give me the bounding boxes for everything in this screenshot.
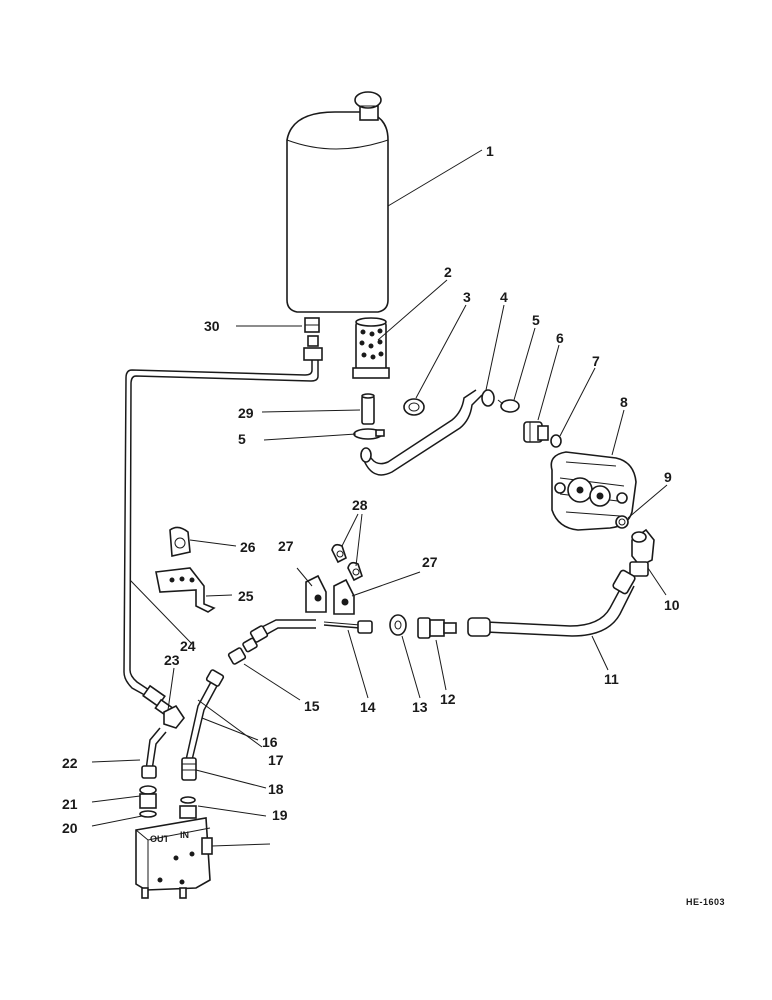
callout-7: 7: [592, 353, 600, 369]
suction-tube-piece: [361, 393, 375, 425]
figure-reference: HE-1603: [686, 897, 725, 907]
callout-14: 14: [360, 699, 376, 715]
callout-29: 29: [238, 405, 254, 421]
callout-18: 18: [268, 781, 284, 797]
control-valve: OUT IN: [135, 817, 213, 899]
hose-clamp-3: [403, 398, 425, 416]
callout-23: 23: [164, 652, 180, 668]
callout-6: 6: [556, 330, 564, 346]
strainer-filter: [352, 317, 390, 379]
pump-outlet-elbow: [629, 528, 655, 577]
tube-clamp: [169, 526, 191, 557]
callout-25: 25: [238, 588, 254, 604]
inlet-o-ring: [550, 434, 562, 448]
hose-clamp-upper: [497, 399, 520, 413]
pressure-hose: [467, 569, 636, 637]
mounting-bolt: [323, 620, 373, 634]
hydraulic-pump: [550, 451, 637, 531]
adapter-fitting: [417, 617, 457, 639]
short-tube: [141, 727, 167, 779]
leader-lines: [91, 149, 668, 847]
mounting-bracket: [155, 567, 216, 613]
valve-outlet-o-ring: [139, 810, 157, 818]
reservoir-tank: [286, 91, 389, 313]
callout-24: 24: [180, 638, 196, 654]
callout-20: 20: [62, 820, 78, 836]
tube-bracket-left: [305, 574, 327, 613]
callout-27-left: 27: [278, 538, 294, 554]
callout-1: 1: [486, 143, 494, 159]
callout-13: 13: [412, 699, 428, 715]
pressure-tube-lower: [185, 669, 225, 761]
valve-in-port-mark: IN: [180, 830, 189, 840]
valve-outlet-adapter: [139, 785, 157, 809]
callout-19: 19: [272, 807, 288, 823]
suction-hose: [360, 389, 495, 476]
callout-numbers: 1 2 3 4 5 5 6 7 8 9 10 11 12 13 14 15 16…: [62, 143, 680, 836]
callout-5-lower: 5: [238, 431, 246, 447]
return-tube: [123, 360, 319, 718]
pump-inlet-fitting: [523, 421, 549, 443]
callout-21: 21: [62, 796, 78, 812]
hose-clamp-lower: [353, 428, 385, 440]
callout-16: 16: [262, 734, 278, 750]
callout-11: 11: [604, 671, 619, 687]
callout-4: 4: [500, 289, 508, 305]
callout-27-right: 27: [422, 554, 438, 570]
tank-outlet-fitting: [303, 317, 323, 361]
callout-28: 28: [352, 497, 368, 513]
callout-30: 30: [204, 318, 220, 334]
elbow-fitting-23: [163, 704, 185, 729]
callout-9: 9: [664, 469, 672, 485]
sealing-washer: [389, 614, 407, 636]
tube-clips: [331, 543, 363, 582]
callout-10: 10: [664, 597, 680, 613]
valve-inlet-fitting: [181, 757, 197, 781]
callout-5-upper: 5: [532, 312, 540, 328]
callout-17: 17: [268, 752, 284, 768]
callout-15: 15: [304, 698, 320, 714]
callout-12: 12: [440, 691, 456, 707]
callout-3: 3: [463, 289, 471, 305]
callout-22: 22: [62, 755, 78, 771]
callout-2: 2: [444, 264, 452, 280]
pressure-tube-upper: [249, 619, 316, 643]
valve-inlet-o-ring: [179, 796, 197, 819]
callout-26: 26: [240, 539, 256, 555]
outlet-o-ring: [615, 515, 629, 529]
tube-connector: [227, 637, 258, 665]
tube-bracket-right: [333, 578, 355, 615]
callout-8: 8: [620, 394, 628, 410]
valve-out-port-mark: OUT: [150, 834, 170, 844]
